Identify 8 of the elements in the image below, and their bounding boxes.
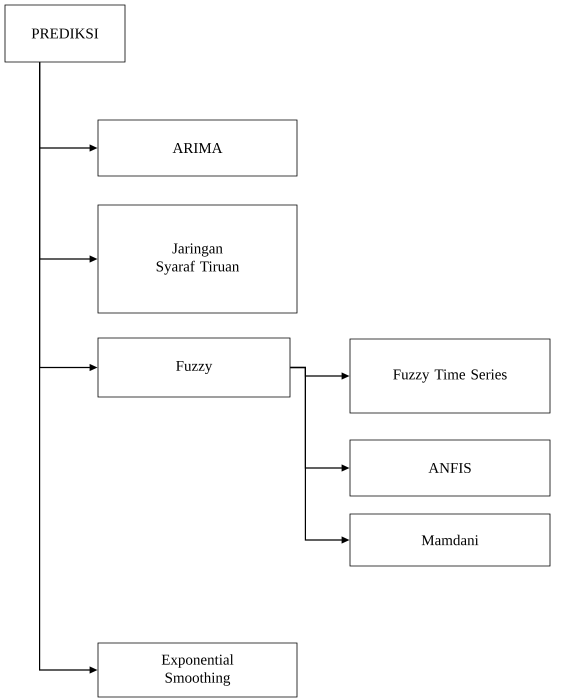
- method-box: Exponential Smoothing: [98, 642, 298, 698]
- method-box: Jaringan Syaraf Tiruan: [98, 204, 298, 314]
- method-box: ARIMA: [98, 120, 298, 176]
- method-box: Mamdani: [350, 514, 550, 566]
- method-box: Fuzzy Time Series: [350, 338, 550, 414]
- method-box: ANFIS: [350, 440, 550, 496]
- method-box: PREDIKSI: [4, 4, 126, 62]
- method-box: Fuzzy: [98, 338, 290, 398]
